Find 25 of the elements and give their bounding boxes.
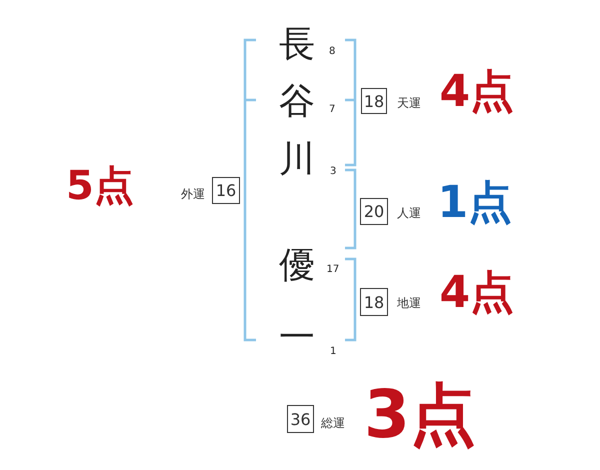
fortune-label: 地運 xyxy=(397,297,421,309)
number-box: 20 xyxy=(360,198,388,225)
stroke-count: 17 xyxy=(326,265,340,275)
score-text: 3点 xyxy=(364,382,476,448)
stroke-count: 7 xyxy=(329,105,336,115)
score-text: 4点 xyxy=(440,271,514,315)
stroke-count: 1 xyxy=(330,347,336,357)
number-box: 16 xyxy=(212,177,240,204)
name-character: 谷 xyxy=(279,84,315,120)
fortune-label: 天運 xyxy=(397,97,421,109)
stroke-count: 8 xyxy=(329,47,336,57)
score-text: 5点 xyxy=(66,166,134,206)
name-character: 長 xyxy=(279,27,315,63)
fortune-label: 外運 xyxy=(181,188,205,200)
name-character: 優 xyxy=(279,248,315,284)
name-character: 一 xyxy=(279,320,315,356)
number-box: 36 xyxy=(287,405,314,433)
number-box: 18 xyxy=(361,88,387,114)
name-character: 川 xyxy=(279,142,315,178)
score-text: 1点 xyxy=(438,181,512,225)
fortune-label: 人運 xyxy=(397,207,421,219)
fortune-label: 総運 xyxy=(321,417,345,429)
score-text: 4点 xyxy=(440,70,514,114)
stroke-count: 3 xyxy=(330,167,336,177)
number-box: 18 xyxy=(360,288,388,316)
